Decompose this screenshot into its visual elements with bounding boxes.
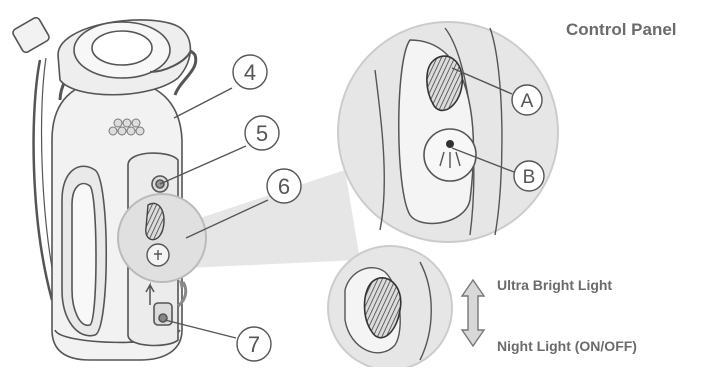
leader-5 (159, 145, 247, 185)
strap-clip (12, 16, 50, 54)
callout-B-text: B (523, 167, 536, 188)
leader-4 (173, 87, 233, 119)
strap (32, 59, 54, 301)
control-panel-small (117, 193, 207, 283)
callout-5: 5 (244, 115, 280, 151)
callout-A-text: A (521, 91, 534, 112)
zoom-cone (188, 170, 360, 268)
leader-A (451, 67, 513, 95)
leader-7 (164, 319, 237, 339)
control-panel-zoom (337, 21, 559, 243)
callout-7: 7 (236, 326, 272, 362)
ultra-bright-label: Ultra Bright Light (497, 277, 613, 293)
callout-A: A (511, 84, 543, 116)
callout-5-text: 5 (256, 121, 268, 146)
callout-4: 4 (232, 54, 268, 90)
callout-4-text: 4 (244, 60, 256, 85)
callout-B: B (513, 160, 545, 192)
leader-6 (185, 199, 269, 239)
leader-B (451, 147, 515, 173)
callout-6: 6 (266, 168, 302, 204)
callout-6-text: 6 (278, 174, 290, 199)
thumbwheel-zoom (363, 277, 402, 339)
thumbwheel-A (426, 55, 463, 112)
up-down-arrow-icon (460, 278, 486, 348)
night-light-label: Night Light (ON/OFF) (497, 338, 637, 354)
top-vent (108, 118, 145, 136)
callout-7-text: 7 (248, 332, 260, 357)
lantern-device (12, 16, 198, 361)
brightness-zoom (327, 245, 453, 371)
control-panel-title: Control Panel (566, 20, 677, 39)
